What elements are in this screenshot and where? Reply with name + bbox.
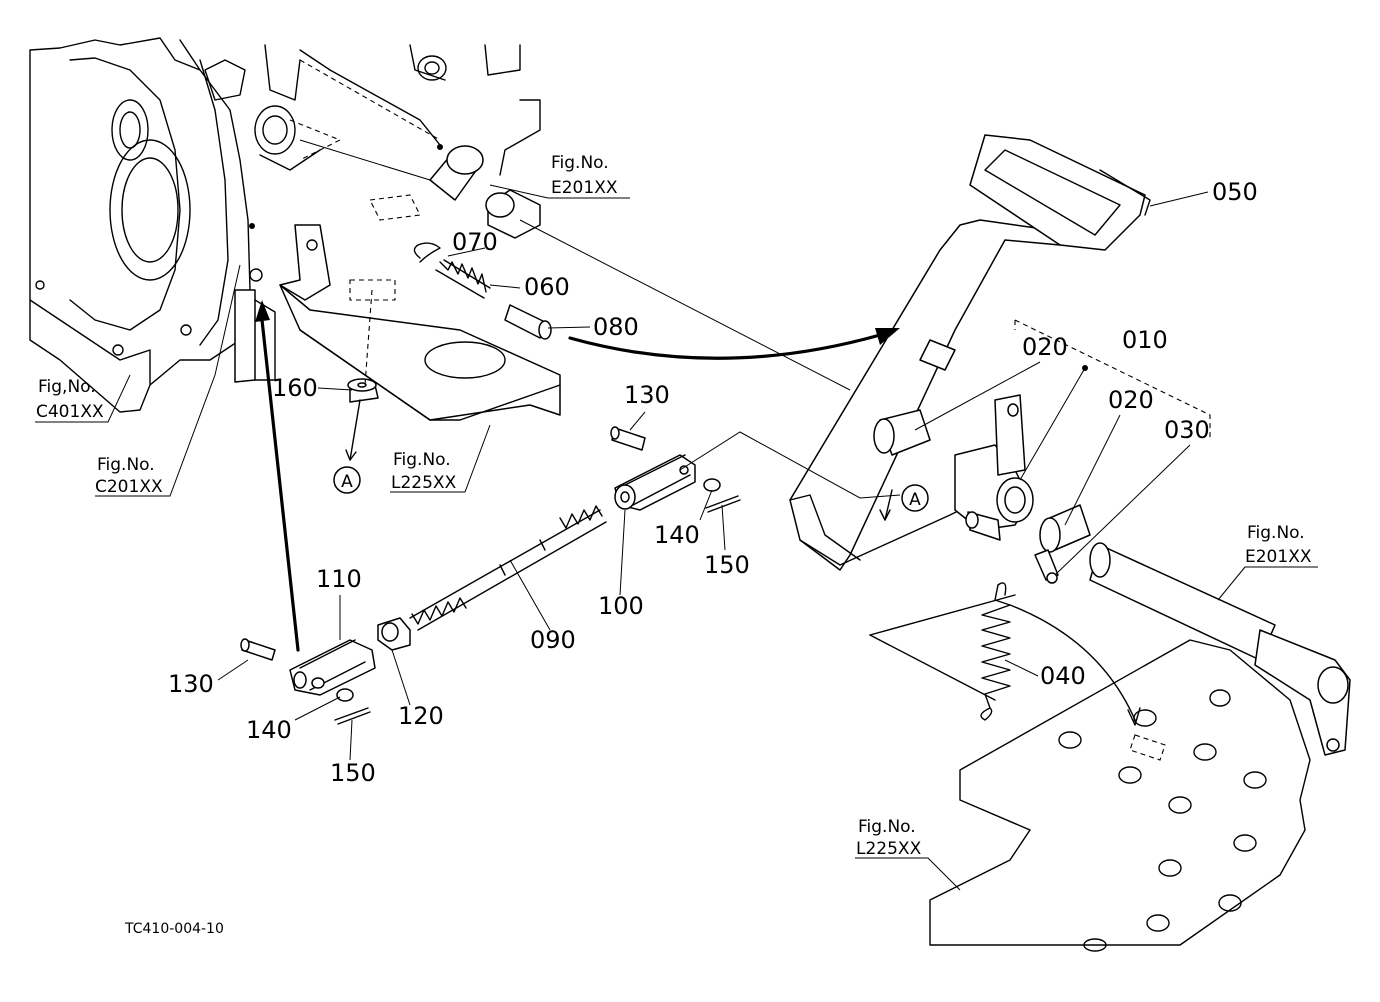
part-label-010: 010 — [1122, 326, 1168, 354]
callout-a-left-text: A — [341, 472, 353, 492]
figure-refs: Fig.No. E201XX Fig,No. C401XX Fig.No. C2… — [36, 153, 1312, 859]
pedal-bushing-upper — [369, 145, 541, 239]
part-label-110: 110 — [316, 565, 362, 593]
part-label-020-left: 020 — [1022, 333, 1068, 361]
return-spring-060 — [435, 259, 491, 299]
drawing-code: TC410-004-10 — [124, 921, 224, 937]
part-label-150-right: 150 — [704, 551, 750, 579]
pedal-hub — [954, 394, 1034, 541]
assembly-bracket-010 — [1014, 319, 1211, 481]
pedal-pad-050 — [969, 134, 1151, 251]
part-label-120: 120 — [398, 702, 444, 730]
fig-ref-e201-top-code: E201XX — [551, 178, 618, 198]
part-label-040: 040 — [1040, 662, 1086, 690]
spacer-160 — [345, 289, 379, 461]
pedal-shaft — [1089, 542, 1351, 756]
part-label-130-right: 130 — [624, 381, 670, 409]
clutch-housing — [29, 37, 263, 413]
fig-ref-l225-mid-code: L225XX — [391, 473, 457, 493]
leader-lines — [35, 184, 1318, 891]
mounting-bracket — [234, 224, 561, 421]
part-label-140-left: 140 — [246, 716, 292, 744]
reference-lines — [299, 139, 901, 499]
floor-plate — [869, 594, 1311, 952]
pedal-arm — [789, 219, 1061, 571]
part-label-160: 160 — [272, 374, 318, 402]
part-label-080: 080 — [593, 313, 639, 341]
part-label-070: 070 — [452, 228, 498, 256]
fig-ref-e201-right-code: E201XX — [1245, 547, 1312, 567]
bushing-020-left — [873, 409, 931, 456]
callout-a-left: A — [333, 466, 361, 494]
part-label-100: 100 — [598, 592, 644, 620]
engine-block — [204, 44, 541, 176]
part-label-050: 050 — [1212, 178, 1258, 206]
snap-clip-070 — [413, 242, 441, 263]
part-label-150-left: 150 — [330, 759, 376, 787]
part-label-060: 060 — [524, 273, 570, 301]
part-label-020-right: 020 — [1108, 386, 1154, 414]
fig-ref-l225-bottom-code: L225XX — [856, 839, 922, 859]
part-label-030: 030 — [1164, 416, 1210, 444]
part-label-090: 090 — [530, 626, 576, 654]
cotter-pin-150-right — [705, 495, 741, 513]
fig-ref-c201-code: C201XX — [95, 477, 163, 497]
pin-080 — [504, 304, 552, 340]
fig-ref-e201-top-prefix: Fig.No. — [551, 153, 609, 173]
fig-ref-c401-code: C401XX — [36, 402, 104, 422]
clevis-110 — [289, 639, 376, 696]
washer-140-left — [336, 688, 354, 702]
washer-140-right — [703, 478, 721, 492]
part-label-140-right: 140 — [654, 521, 700, 549]
clevis-100 — [614, 454, 696, 511]
callout-a-right: A — [879, 484, 929, 521]
callout-a-right-text: A — [909, 490, 921, 510]
fig-ref-c201-prefix: Fig.No. — [97, 455, 155, 475]
part-label-130-left: 130 — [168, 670, 214, 698]
fig-ref-c401-prefix: Fig,No. — [38, 377, 96, 397]
bushing-020-right — [1039, 504, 1091, 553]
assembly-arrow-left — [255, 300, 300, 652]
pin-130-right — [610, 426, 646, 451]
cotter-pin-150-left — [334, 707, 371, 725]
nut-120 — [377, 617, 411, 651]
grease-nipple-030 — [1034, 549, 1059, 584]
fig-ref-l225-bottom-prefix: Fig.No. — [858, 817, 916, 837]
return-spring-040 — [980, 582, 1011, 721]
rod-090 — [409, 505, 607, 631]
assembly-arrow-pedal — [568, 328, 900, 360]
fig-ref-l225-mid-prefix: Fig.No. — [393, 450, 451, 470]
pin-130-left — [240, 638, 276, 661]
fig-ref-e201-right-prefix: Fig.No. — [1247, 523, 1305, 543]
part-labels: 050 070 060 080 010 020 020 030 160 130 … — [168, 178, 1258, 787]
